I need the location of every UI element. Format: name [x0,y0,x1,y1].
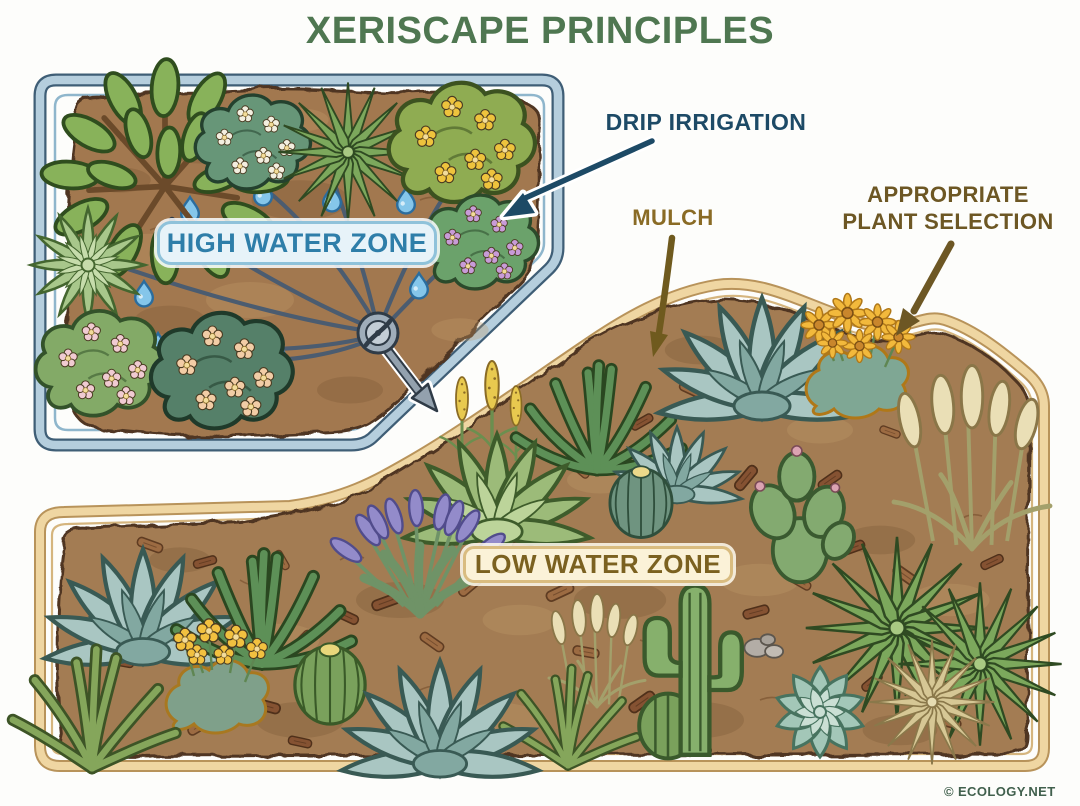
plant-selection-arrowhead-icon [896,308,920,336]
peach-flowering-bush [151,313,293,429]
pink-flowering-bush [36,311,165,416]
soil-blotch [482,604,558,636]
soil-blotch [317,376,383,404]
dried-yucca [870,640,995,765]
irrigation-manifold [356,311,400,355]
high-water-zone-label: HIGH WATER ZONE [157,221,437,265]
low-water-zone [12,277,1062,783]
mulch-arrowhead-icon [650,331,668,357]
yellow-flowering-bush [389,83,535,202]
drip-irrigation-arrow [499,135,658,221]
label-plant-selection-line2: PLANT SELECTION [842,209,1054,234]
drip-arrowhead-icon [503,193,535,217]
label-plant-selection-line1: APPROPRIATE [867,182,1029,207]
pipe-arrowhead-icon [410,382,439,413]
label-plant-selection: APPROPRIATE PLANT SELECTION [842,181,1053,235]
mulch-arrow [650,234,676,357]
page-title: XERISCAPE PRINCIPLES [305,10,775,52]
annotation-arrows [499,135,955,357]
copyright-note: © ECOLOGY.NET [944,784,1056,799]
label-drip-irrigation: DRIP IRRIGATION [605,109,807,135]
high-zone-border-band-fill [35,75,563,450]
barrel-cactus [294,643,366,724]
plant-selection-arrow [896,240,955,336]
barrel-cactus [609,466,673,538]
low-water-zone-label: LOW WATER ZONE [463,546,733,583]
label-mulch: MULCH [632,205,714,230]
soil-blotch [431,318,489,342]
